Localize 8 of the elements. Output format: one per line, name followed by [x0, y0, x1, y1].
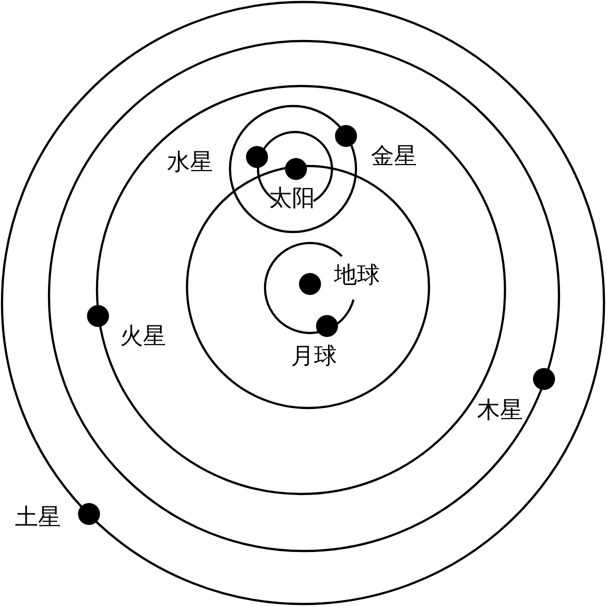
planet-label: 木星: [477, 398, 523, 422]
planet-label: 太阳: [269, 186, 315, 210]
planet-label: 水星: [167, 150, 213, 174]
planet-label: 月球: [291, 344, 337, 368]
planet-label: 地球: [334, 264, 380, 286]
planet-label: 火星: [120, 324, 166, 348]
planet-label: 土星: [15, 506, 61, 528]
planet-label: 金星: [371, 144, 417, 168]
